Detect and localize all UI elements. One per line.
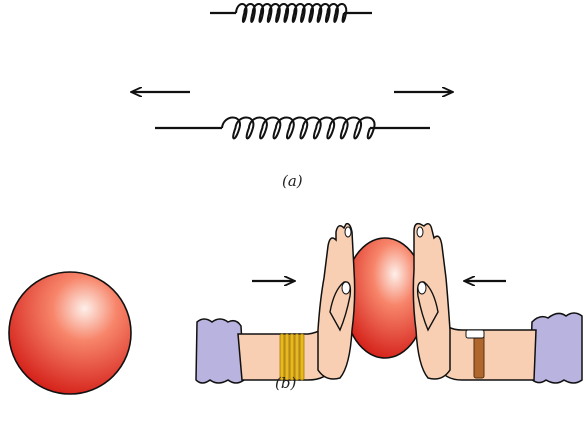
right-forearm: [437, 315, 537, 381]
left-thumbnail: [341, 281, 351, 295]
left-fingernail: [344, 226, 352, 238]
right-sleeve: [529, 312, 583, 384]
spring-icon: [221, 116, 376, 140]
caption-b: (b): [275, 374, 297, 392]
ball-icon: [8, 271, 132, 395]
caption-a: (a): [282, 172, 303, 190]
left-sleeve: [195, 318, 245, 384]
right-thumbnail: [417, 281, 427, 295]
watch-icon: [465, 329, 485, 379]
right-hand: [412, 222, 583, 384]
relaxed-spring: [210, 3, 372, 23]
left-hand: [195, 222, 356, 384]
right-fingernail: [416, 226, 424, 238]
spring-icon: [235, 3, 348, 23]
stretched-spring: [155, 116, 430, 140]
bangle-icon: [279, 333, 305, 381]
